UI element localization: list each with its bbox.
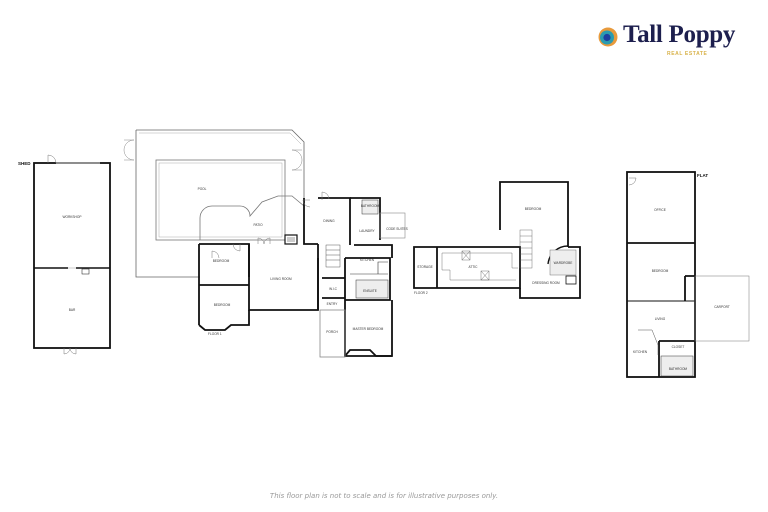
room-label-bathroom: BATHROOM: [361, 204, 380, 208]
shed-plan: [33, 154, 111, 355]
room-label-entry: ENTRY: [327, 302, 339, 306]
room-label-bedroom-1: BEDROOM: [213, 259, 230, 263]
room-label-bar: BAR: [69, 308, 76, 312]
floor2-details: [441, 229, 577, 281]
room-label-patio: PATIO: [253, 223, 263, 227]
room-label-bedroom-2: BEDROOM: [214, 303, 231, 307]
room-label-ensuite: ENSUITE: [363, 289, 377, 293]
room-label-living: LIVING: [655, 317, 666, 321]
tall-poppy-logo: Tall Poppy REAL ESTATE: [598, 21, 758, 58]
room-label-workshop: WORKSHOP: [63, 215, 82, 219]
room-label-flat-bedroom: BEDROOM: [652, 269, 669, 273]
room-label-wic: W.I.C: [329, 287, 337, 291]
room-label-closet: CLOSET: [672, 345, 685, 349]
room-label-f2-bedroom: BEDROOM: [525, 207, 542, 211]
brand-name: Tall Poppy: [623, 21, 736, 48]
room-label-laundry: LAUNDRY: [359, 229, 375, 233]
room-label-flat-bathroom: BATHROOM: [669, 367, 688, 371]
flat-details: [628, 177, 750, 377]
room-label-flat-kitchen: KITCHEN: [633, 350, 648, 354]
room-label-living-room: LIVING ROOM: [270, 277, 292, 281]
room-label-storage: STORAGE: [417, 265, 433, 269]
room-label-porch: PORCH: [326, 330, 338, 334]
floor1-title: FLOOR 1: [208, 332, 222, 336]
room-label-master-bedroom: MASTER BEDROOM: [353, 327, 384, 331]
room-label-wardrobe: WARDROBE: [554, 261, 573, 265]
room-label-office: OFFICE: [654, 208, 666, 212]
shed-title: SHED: [18, 161, 31, 166]
room-label-dressing-room: DRESSING ROOM: [532, 281, 560, 285]
disclaimer: This floor plan is not to scale and is f…: [269, 492, 499, 500]
brand-subtitle: REAL ESTATE: [667, 51, 708, 57]
floor2-title: FLOOR 2: [414, 291, 428, 295]
floor2-plan: [413, 181, 581, 299]
room-label-carport: CARPORT: [714, 305, 730, 309]
floor1-plan: [123, 129, 406, 358]
room-label-pool: POOL: [198, 187, 207, 191]
room-label-attic: ATTIC: [469, 265, 479, 269]
room-label-code-suites: CODE SUITES: [386, 227, 408, 231]
flat-title: FLAT: [697, 173, 708, 178]
room-label-kitchen: KITCHEN: [360, 258, 375, 262]
poppy-logo-icon: [598, 27, 618, 47]
flat-plan: [626, 171, 696, 378]
room-label-dining: DINING: [323, 219, 335, 223]
